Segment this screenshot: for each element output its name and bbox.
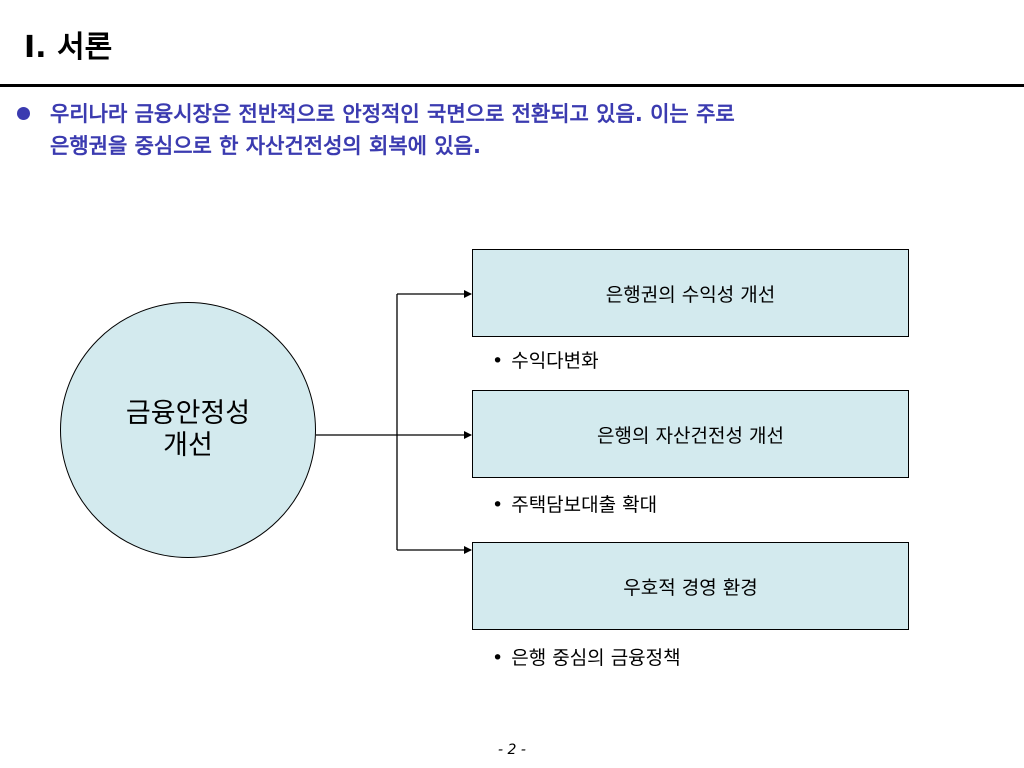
outcome-box-3: 우호적 경영 환경	[472, 542, 909, 630]
outcome-box-1: 은행권의 수익성 개선	[472, 249, 909, 337]
intro-line-2: 은행권을 중심으로 한 자산건전성의 회복에 있음.	[50, 134, 481, 158]
outcome-sub-3: • 은행 중심의 금융정책	[492, 643, 681, 670]
outcome-box-2: 은행의 자산건전성 개선	[472, 390, 909, 478]
sub-bullet-icon: •	[492, 494, 504, 516]
outcome-sub-1-label: 수익다변화	[511, 350, 599, 372]
intro-bullet-text: 우리나라 금융시장은 전반적으로 안정적인 국면으로 전환되고 있음. 이는 주…	[50, 98, 980, 162]
bullet-marker	[17, 107, 30, 120]
page-title: Ⅰ. 서론	[24, 30, 113, 65]
sub-bullet-icon: •	[492, 350, 504, 372]
center-circle: 금융안정성 개선	[60, 302, 316, 558]
center-label-line-1: 금융안정성	[125, 398, 251, 429]
title-divider	[0, 84, 1024, 87]
outcome-sub-1: • 수익다변화	[492, 346, 599, 373]
outcome-box-2-label: 은행의 자산건전성 개선	[597, 424, 784, 447]
outcome-sub-2: • 주택담보대출 확대	[492, 490, 657, 517]
page-number: - 2 -	[498, 742, 526, 758]
sub-bullet-icon: •	[492, 647, 504, 669]
center-label-line-2: 개선	[163, 430, 213, 461]
intro-line-1: 우리나라 금융시장은 전반적으로 안정적인 국면으로 전환되고 있음. 이는 주…	[50, 102, 735, 126]
outcome-sub-2-label: 주택담보대출 확대	[511, 494, 658, 516]
outcome-box-1-label: 은행권의 수익성 개선	[605, 283, 776, 306]
outcome-box-3-label: 우호적 경영 환경	[623, 576, 758, 599]
outcome-sub-3-label: 은행 중심의 금융정책	[511, 647, 681, 669]
